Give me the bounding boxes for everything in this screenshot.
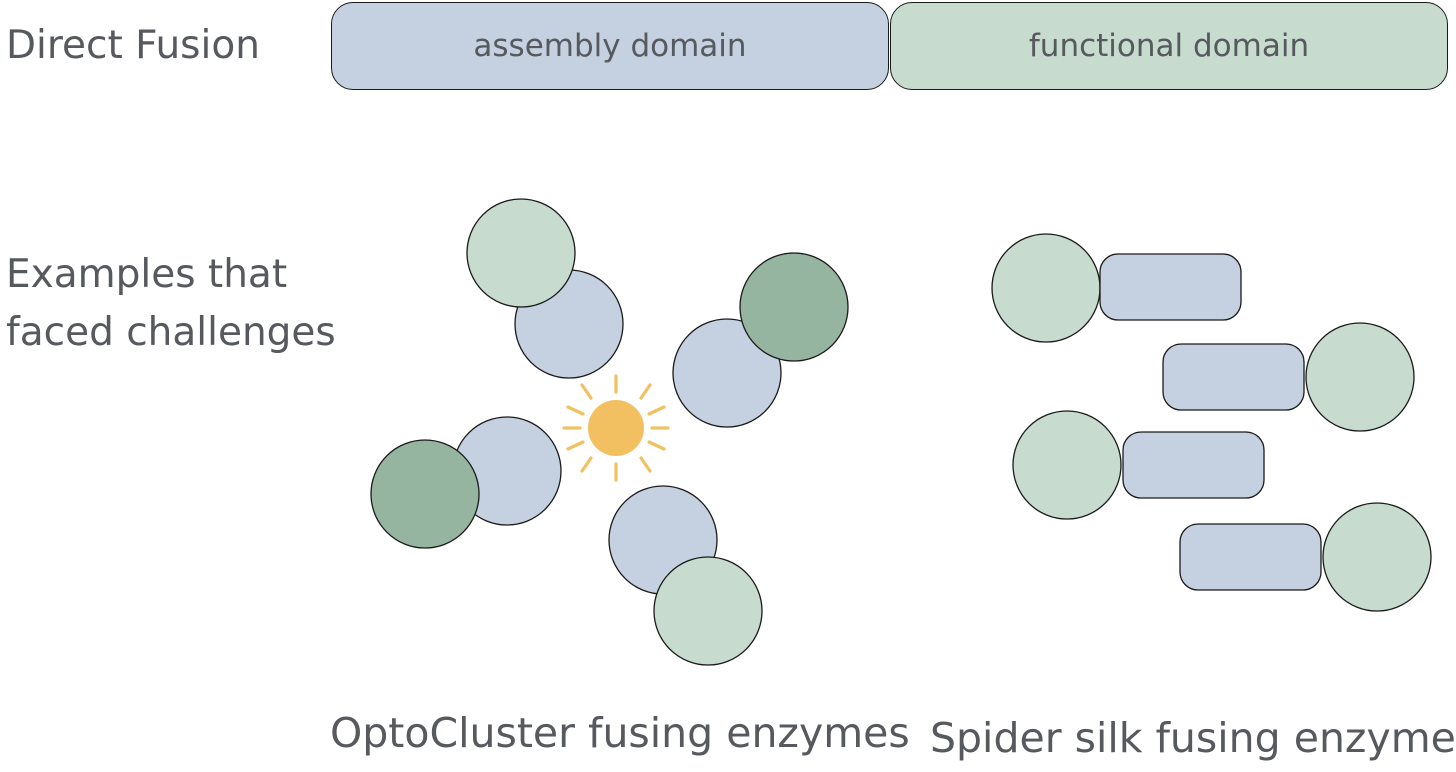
optocluster-caption: OptoCluster fusing enzymes <box>330 709 910 757</box>
functional-domain-circle <box>1305 322 1415 432</box>
functional-domain-bar: functional domain <box>890 2 1448 90</box>
functional-domain-label: functional domain <box>1028 28 1310 64</box>
sun-icon <box>562 374 670 482</box>
functional-domain-circle <box>991 233 1101 343</box>
assembly-domain-block <box>1179 523 1322 591</box>
functional-domain-circle <box>466 198 576 308</box>
functional-domain-circle <box>1012 410 1122 520</box>
direct-fusion-title: Direct Fusion <box>6 23 260 68</box>
spider-silk-fusions <box>991 233 1432 612</box>
functional-domain-circle <box>1322 502 1432 612</box>
assembly-domain-circle <box>672 318 782 428</box>
functional-domain-circle <box>653 556 763 666</box>
assembly-domain-block <box>1099 253 1242 321</box>
spider-silk-caption: Spider silk fusing enzymes <box>930 714 1456 762</box>
assembly-domain-block <box>1162 343 1305 411</box>
assembly-domain-block <box>1122 431 1265 499</box>
functional-domain-circle-dark <box>739 252 849 362</box>
functional-domain-circle-dark <box>370 439 480 549</box>
assembly-domain-label: assembly domain <box>473 28 747 64</box>
optocluster-cluster <box>370 198 849 666</box>
examples-title-line-1: Examples that <box>6 252 288 297</box>
examples-title-line-2: faced challenges <box>6 310 336 355</box>
assembly-domain-bar: assembly domain <box>331 2 889 90</box>
